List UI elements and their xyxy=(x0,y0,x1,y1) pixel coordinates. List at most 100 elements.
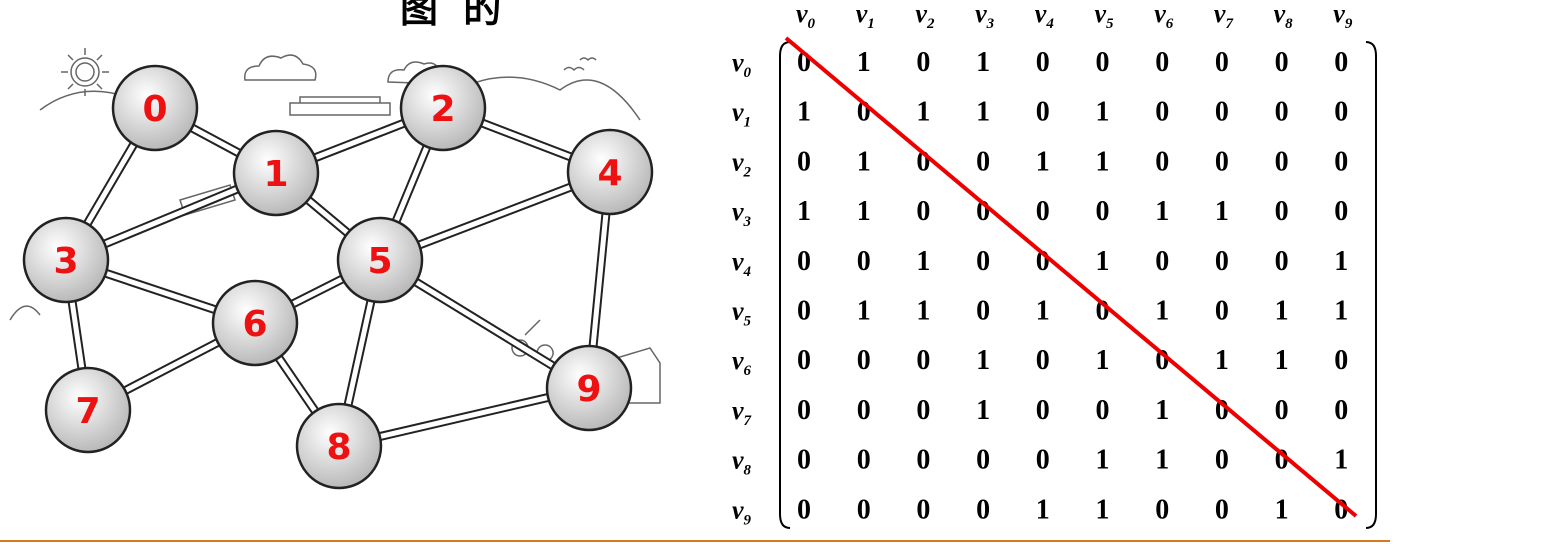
graph-node-0: 0 xyxy=(111,64,199,152)
matrix-cell: 1 xyxy=(916,246,930,277)
matrix-cell: 0 xyxy=(857,445,871,476)
matrix-cell: 1 xyxy=(916,296,930,327)
matrix-cell: 1 xyxy=(1155,445,1169,476)
row-header-v6: v6 xyxy=(732,346,752,379)
matrix-cell: 0 xyxy=(1215,47,1229,78)
matrix-cell: 0 xyxy=(976,494,990,525)
graph-node-4: 4 xyxy=(566,128,654,216)
matrix-cell: 0 xyxy=(797,445,811,476)
graph-node-9: 9 xyxy=(545,344,633,432)
matrix-cell: 0 xyxy=(1036,445,1050,476)
matrix-cell: 0 xyxy=(1155,494,1169,525)
matrix-cell: 1 xyxy=(1334,445,1348,476)
node-label: 9 xyxy=(576,369,601,410)
matrix-cell: 1 xyxy=(916,97,930,128)
column-header-v7: v7 xyxy=(1214,0,1234,32)
matrix-cell: 0 xyxy=(857,345,871,376)
matrix-cell: 0 xyxy=(1215,445,1229,476)
graph-node-7: 7 xyxy=(44,366,132,454)
matrix-cell: 0 xyxy=(1275,395,1289,426)
matrix-cell: 1 xyxy=(1036,494,1050,525)
node-label: 2 xyxy=(430,89,455,130)
node-label: 6 xyxy=(242,304,267,345)
matrix-cell: 0 xyxy=(1334,146,1348,177)
column-header-v9: v9 xyxy=(1333,0,1353,32)
slide-title-fragment: 图 的 xyxy=(400,0,508,31)
cloud-icon xyxy=(244,54,317,81)
graph-node-8: 8 xyxy=(295,402,383,490)
matrix-cell: 0 xyxy=(1036,97,1050,128)
matrix-cell: 0 xyxy=(1215,97,1229,128)
matrix-cell: 0 xyxy=(1275,146,1289,177)
matrix-cell: 1 xyxy=(1036,146,1050,177)
matrix-cell: 1 xyxy=(857,196,871,227)
node-label: 1 xyxy=(263,154,288,195)
row-header-v1: v1 xyxy=(732,98,751,131)
matrix-cell: 1 xyxy=(976,345,990,376)
matrix-cell: 0 xyxy=(916,345,930,376)
matrix-cell: 1 xyxy=(976,97,990,128)
matrix-cell: 0 xyxy=(1096,196,1110,227)
row-header-v3: v3 xyxy=(732,197,752,230)
matrix-cell: 0 xyxy=(1215,494,1229,525)
row-header-v4: v4 xyxy=(732,247,752,280)
matrix-cell: 0 xyxy=(797,345,811,376)
matrix-cell: 0 xyxy=(1215,246,1229,277)
matrix-cell: 0 xyxy=(1334,345,1348,376)
matrix-cell: 0 xyxy=(1036,395,1050,426)
matrix-cell: 0 xyxy=(857,246,871,277)
matrix-cell: 0 xyxy=(1155,47,1169,78)
matrix-cell: 0 xyxy=(797,296,811,327)
matrix-cell: 0 xyxy=(916,395,930,426)
column-header-v0: v0 xyxy=(796,0,816,32)
matrix-cell: 0 xyxy=(1096,296,1110,327)
matrix-cell: 1 xyxy=(1096,97,1110,128)
node-label: 3 xyxy=(53,241,78,282)
matrix-cell: 0 xyxy=(1334,196,1348,227)
matrix-cell: 0 xyxy=(1036,196,1050,227)
graph-node-3: 3 xyxy=(22,216,110,304)
matrix-cell: 1 xyxy=(1275,494,1289,525)
matrix-cell: 1 xyxy=(1096,146,1110,177)
matrix-cell: 0 xyxy=(1334,47,1348,78)
matrix-cell: 0 xyxy=(976,246,990,277)
matrix-cell: 0 xyxy=(1275,97,1289,128)
row-header-v7: v7 xyxy=(732,396,752,429)
node-label: 0 xyxy=(142,89,167,130)
matrix-cell: 0 xyxy=(916,47,930,78)
graph-node-2: 2 xyxy=(399,64,487,152)
matrix-cell: 1 xyxy=(1096,494,1110,525)
matrix-cell: 0 xyxy=(976,296,990,327)
column-header-v8: v8 xyxy=(1274,0,1294,32)
column-header-v4: v4 xyxy=(1035,0,1055,32)
matrix-cell: 0 xyxy=(797,246,811,277)
matrix-cell: 0 xyxy=(916,445,930,476)
matrix-cell: 0 xyxy=(1036,345,1050,376)
sun-icon xyxy=(61,48,109,96)
graph-node-6: 6 xyxy=(211,279,299,367)
column-header-v5: v5 xyxy=(1095,0,1115,32)
row-header-v9: v9 xyxy=(732,495,752,528)
building-sketch xyxy=(289,96,391,116)
node-label: 8 xyxy=(326,427,351,468)
matrix-cell: 1 xyxy=(1096,445,1110,476)
matrix-cell: 0 xyxy=(797,146,811,177)
matrix-cell: 0 xyxy=(1096,395,1110,426)
matrix-cell: 0 xyxy=(1334,395,1348,426)
matrix-cell: 1 xyxy=(1275,296,1289,327)
matrix-cell: 0 xyxy=(976,146,990,177)
matrix-cell: 0 xyxy=(1096,47,1110,78)
matrix-cell: 0 xyxy=(1334,97,1348,128)
matrix-cell: 1 xyxy=(1036,296,1050,327)
row-header-v0: v0 xyxy=(732,48,752,81)
matrix-cell: 0 xyxy=(1155,146,1169,177)
matrix-cell: 1 xyxy=(797,196,811,227)
birds-icon xyxy=(563,57,597,72)
matrix-cell: 0 xyxy=(1155,97,1169,128)
matrix-cell: 0 xyxy=(857,395,871,426)
